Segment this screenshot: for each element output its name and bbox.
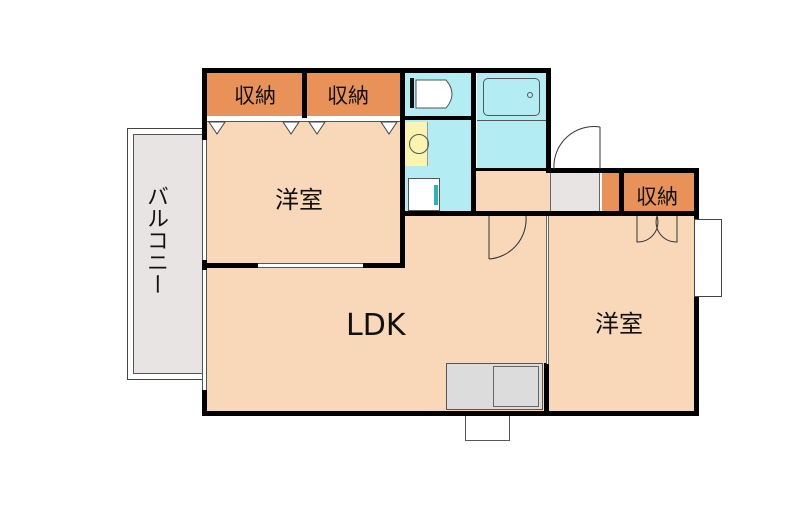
room-partition bbox=[546, 216, 549, 364]
storage-2 bbox=[305, 72, 403, 116]
kitchen-counter bbox=[446, 363, 543, 410]
balcony-floor bbox=[133, 134, 203, 374]
ldk-upper bbox=[405, 215, 550, 270]
western-room-2-label: 洋室 bbox=[595, 310, 643, 338]
ldk-label: LDK bbox=[346, 308, 406, 343]
door-swing-icon[interactable] bbox=[488, 216, 528, 261]
western-room-1 bbox=[205, 115, 405, 265]
entrance bbox=[550, 170, 600, 215]
balcony-window-2[interactable] bbox=[202, 270, 207, 390]
stove-icon bbox=[493, 366, 539, 407]
storage-3-label: 収納 bbox=[636, 185, 678, 209]
kitchen-window bbox=[465, 411, 510, 441]
hall bbox=[475, 170, 550, 215]
western-room-2 bbox=[550, 215, 695, 413]
washer-icon bbox=[408, 178, 440, 211]
storage-mini bbox=[602, 172, 620, 214]
sliding-door[interactable] bbox=[258, 263, 363, 268]
bathtub-icon bbox=[483, 78, 540, 116]
storage-3 bbox=[624, 172, 694, 214]
western-room-1-label: 洋室 bbox=[275, 186, 323, 214]
storage-1-label: 収納 bbox=[234, 84, 276, 108]
entrance-door-icon[interactable] bbox=[552, 125, 602, 170]
bay-window[interactable] bbox=[694, 219, 722, 297]
balcony-label: バルコニー bbox=[143, 185, 168, 295]
balcony-window[interactable] bbox=[202, 140, 207, 260]
balcony bbox=[127, 128, 207, 380]
closet-doors-icon bbox=[208, 121, 398, 135]
bathroom bbox=[477, 72, 547, 170]
storage-1 bbox=[205, 72, 303, 116]
closet-double-door-icon[interactable] bbox=[635, 216, 685, 246]
storage-2-label: 収納 bbox=[327, 84, 369, 108]
sink-icon bbox=[405, 122, 429, 166]
toilet-icon bbox=[410, 78, 453, 109]
closet-door-track bbox=[205, 116, 403, 122]
